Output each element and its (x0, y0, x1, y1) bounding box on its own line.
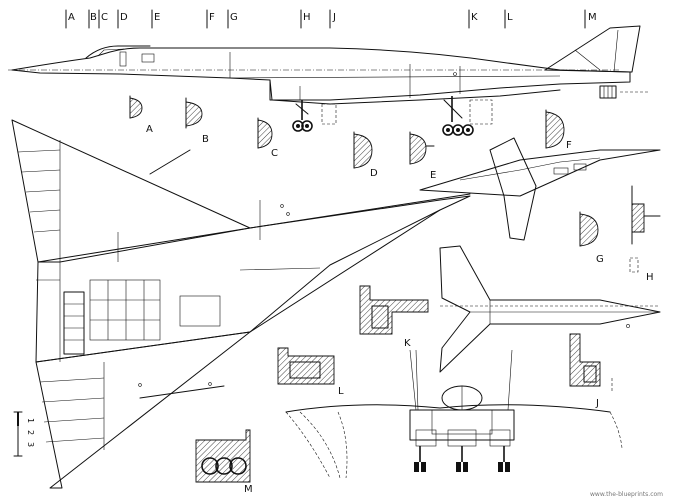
station-label-e: E (154, 12, 160, 23)
station-e: E (151, 9, 160, 29)
station-label-l: L (507, 12, 513, 23)
station-l: L (504, 9, 513, 29)
front-view (285, 349, 623, 479)
section-label-a: A (146, 124, 153, 135)
engine-nacelle-block (63, 279, 221, 355)
section-label-g: G (596, 254, 604, 265)
section-label-d: D (370, 168, 378, 179)
station-g: G (227, 9, 238, 29)
station-markers: A B C D E F G H (65, 9, 597, 29)
forebody-top-view (419, 137, 661, 241)
station-label-m: M (588, 12, 597, 23)
section-k: K (359, 285, 429, 349)
scale-tick-1: 1 (26, 418, 35, 423)
station-j: J (329, 9, 336, 29)
aft-plan-view (439, 245, 661, 373)
station-label-j: J (332, 12, 336, 23)
station-a: A (65, 9, 75, 29)
station-label-a: A (68, 12, 75, 23)
station-f: F (206, 9, 215, 29)
station-h: H (300, 9, 311, 29)
station-label-d: D (120, 12, 128, 23)
section-h: H (629, 185, 661, 283)
section-d: D (353, 131, 378, 179)
station-label-f: F (209, 12, 215, 23)
section-label-c: C (271, 148, 278, 159)
section-label-b: B (202, 134, 209, 145)
section-label-f: F (566, 140, 572, 151)
scale-tick-3: 3 (26, 442, 35, 447)
section-f: F (545, 109, 572, 151)
station-k: K (468, 9, 478, 29)
nose-landing-gear (292, 100, 313, 132)
station-label-c: C (101, 12, 108, 23)
station-m: M (584, 9, 597, 29)
section-e: E (409, 131, 436, 181)
lower-flap-panels (39, 362, 105, 450)
section-label-k: K (404, 338, 411, 349)
section-a: A (129, 95, 153, 135)
watermark-text: www.the-blueprints.com (590, 491, 663, 498)
section-label-m: M (244, 484, 253, 495)
front-view-gear (414, 446, 510, 472)
station-c: C (98, 9, 108, 29)
section-l: L (277, 347, 344, 397)
section-c: C (257, 117, 278, 159)
section-label-L: L (338, 386, 344, 397)
station-label-k: K (471, 12, 478, 23)
section-label-h: H (646, 272, 654, 283)
section-label-j: J (595, 398, 599, 409)
station-label-g: G (230, 12, 238, 23)
main-landing-gear (442, 96, 474, 136)
section-m: M (195, 429, 253, 495)
station-label-h: H (303, 12, 311, 23)
station-d: D (117, 9, 128, 29)
section-b: B (185, 97, 209, 145)
section-g: G (579, 211, 604, 265)
section-label-e: E (430, 170, 436, 181)
upper-flap-panels (17, 140, 61, 262)
scale-tick-2: 2 (26, 430, 35, 435)
station-b: B (88, 9, 97, 29)
section-j: J (569, 333, 613, 409)
scale-bar: 1 2 3 (13, 411, 35, 457)
side-view (8, 25, 650, 136)
plan-view (11, 119, 471, 489)
station-label-b: B (90, 12, 97, 23)
